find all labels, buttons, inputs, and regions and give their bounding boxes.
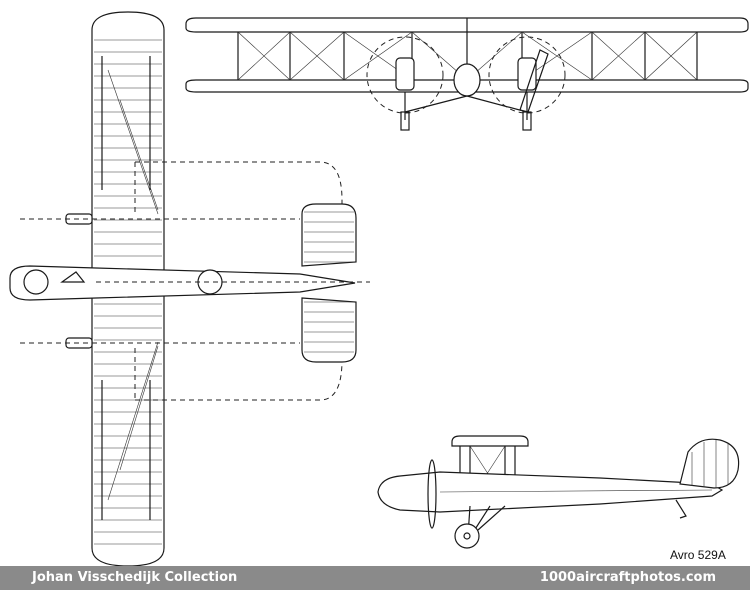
three-view-drawing xyxy=(9,11,749,566)
front-view xyxy=(185,17,749,131)
collection-credit: Johan Visschedijk Collection xyxy=(32,570,238,585)
site-credit[interactable]: 1000aircraftphotos.com xyxy=(539,570,716,585)
side-view xyxy=(377,435,740,549)
drawing-caption: Avro 529A xyxy=(670,548,726,562)
footer-bar: Johan Visschedijk Collection 1000aircraf… xyxy=(0,566,750,590)
plan-view xyxy=(9,11,370,566)
